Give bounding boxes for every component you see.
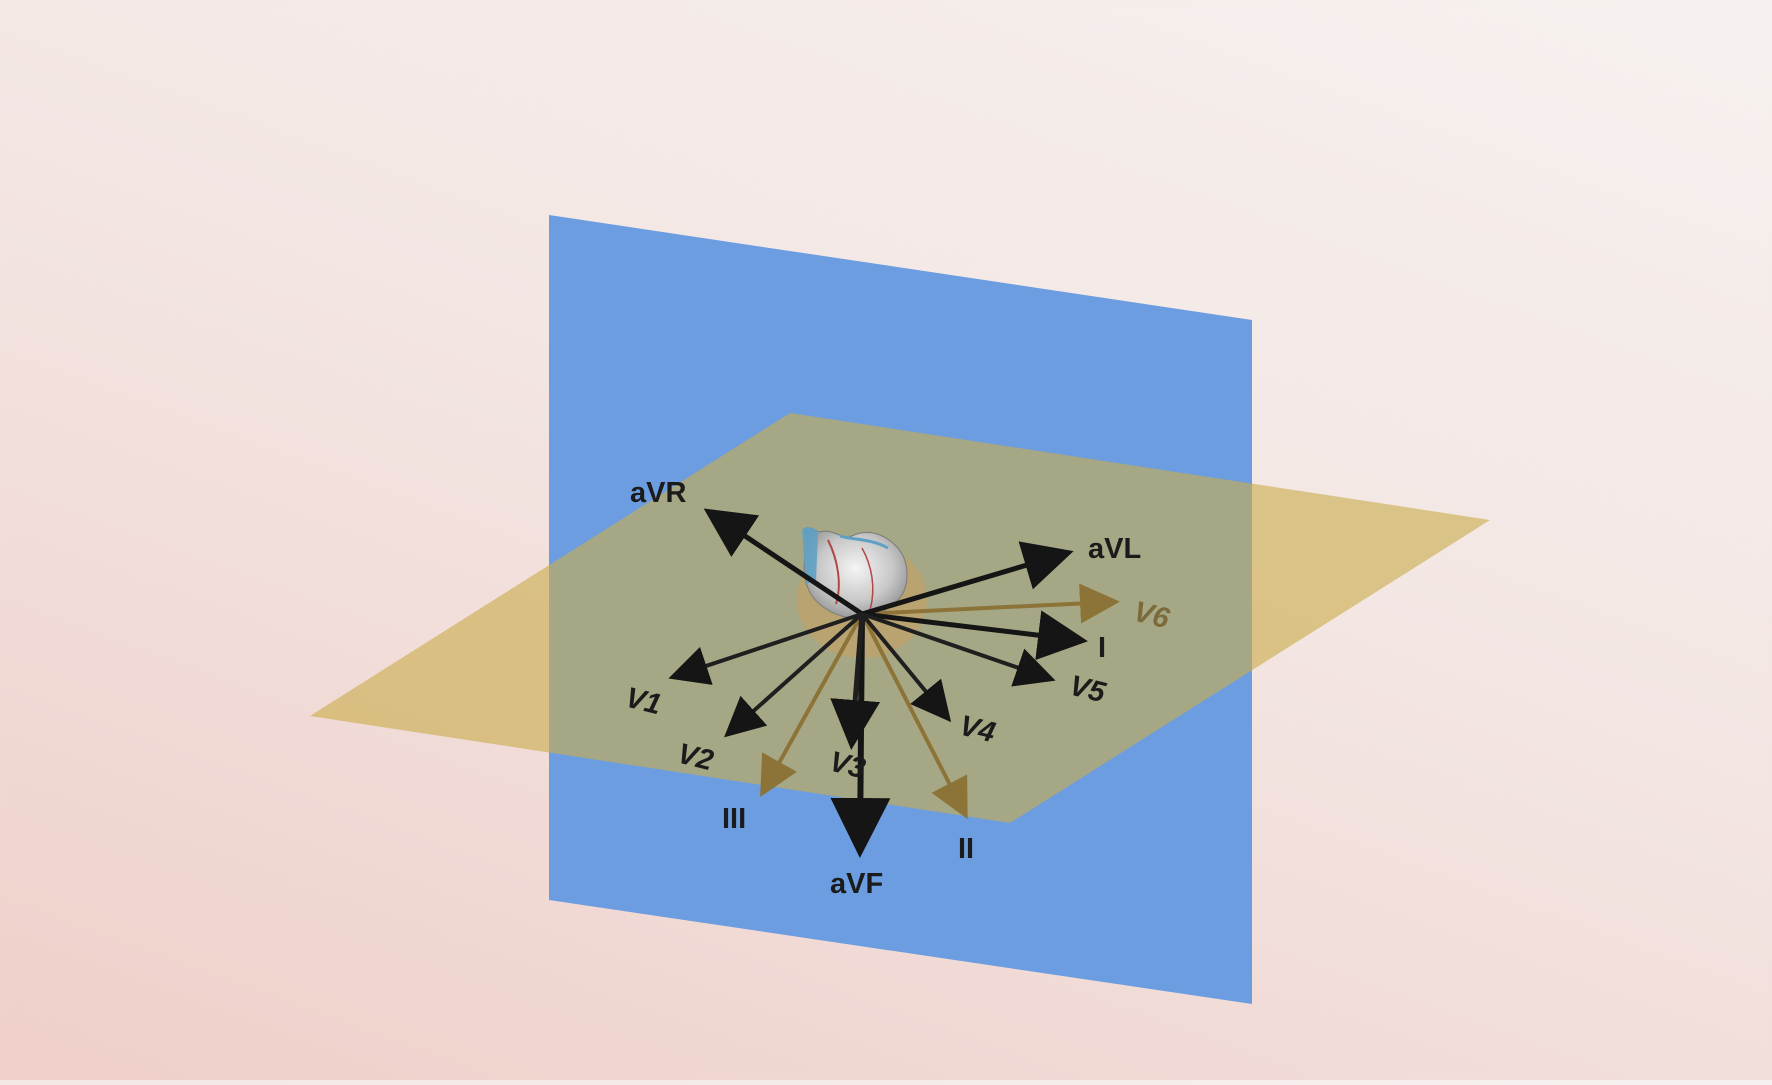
lead-I-arrow [861,610,1088,661]
lead-I-label: I [1098,632,1106,664]
lead-aVF-label: aVF [830,868,883,900]
lead-aVR-arrow [703,508,864,617]
lead-aVR-label: aVR [630,477,686,509]
lead-III-label: III [722,803,746,835]
lead-aVL-arrow [861,541,1074,617]
lead-V4-arrow [860,612,952,723]
lead-II-label: II [958,833,974,865]
lead-V5-arrow [861,612,1056,687]
lead-III-arrow [760,613,864,797]
heart-image [797,527,927,658]
lead-V6-arrow [861,583,1120,624]
lead-V2-arrow [724,612,864,738]
lead-V3-arrow [830,613,881,750]
lead-aVL-label: aVL [1088,533,1141,565]
lead-V1-arrow [668,612,863,685]
